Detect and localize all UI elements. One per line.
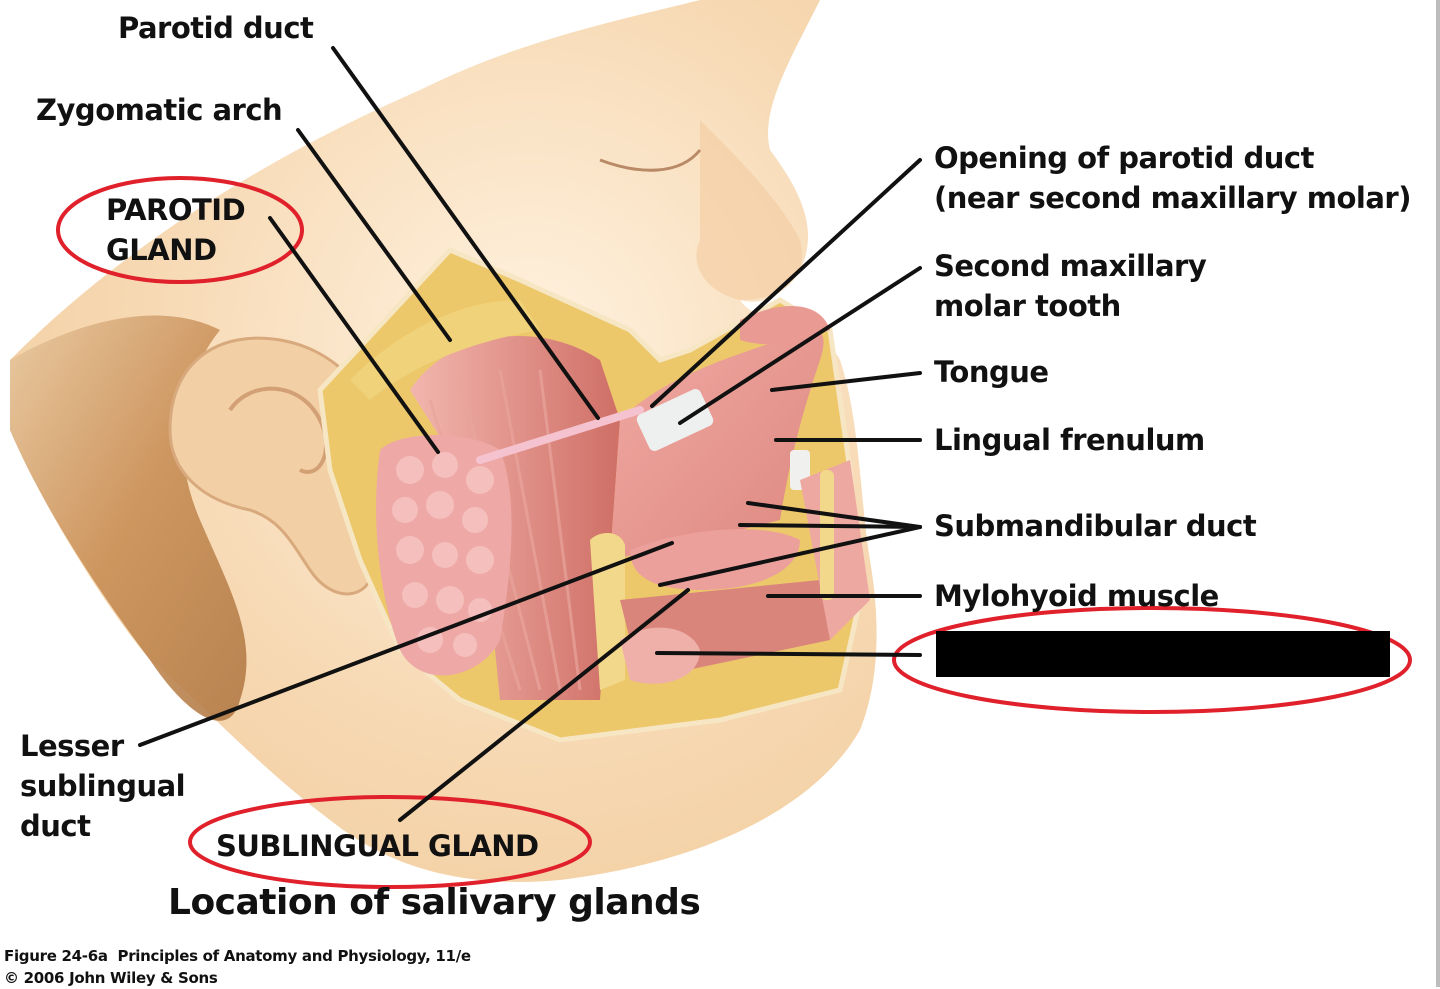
submandibular-gland-shape (620, 627, 700, 684)
leader-submandibular-gland (655, 651, 922, 657)
leader-zygomatic-arch (296, 128, 452, 342)
leader-second-molar (678, 266, 922, 425)
label-parotid-duct: Parotid duct (118, 11, 314, 45)
leader-tongue (770, 371, 922, 392)
right-border (1436, 0, 1440, 987)
redacted-label-highlight (892, 606, 1412, 714)
label-lesser-sublingual-duct: Lesser sublingual duct (20, 729, 186, 843)
redacted-label-box (936, 631, 1390, 677)
leader-lesser-sublingual-duct (138, 541, 674, 747)
leader-submandibular-duct-3 (658, 525, 922, 587)
label-opening-parotid-duct: Opening of parotid duct (near second max… (934, 141, 1411, 215)
label-lingual-frenulum: Lingual frenulum (934, 423, 1205, 457)
leader-submandibular-duct-1 (746, 501, 922, 529)
leader-parotid-duct (331, 46, 600, 420)
hair (10, 315, 247, 721)
molar-teeth (636, 389, 714, 451)
masseter-muscle (410, 336, 620, 700)
leader-submandibular-duct-2 (738, 523, 922, 529)
label-parotid-gland: PAROTID GLAND (106, 193, 246, 267)
figure-credit-line1: Figure 24-6a Principles of Anatomy and P… (4, 947, 471, 965)
leader-parotid-gland (268, 216, 440, 454)
label-second-maxillary-molar: Second maxillary molar tooth (934, 249, 1207, 323)
figure-title: Location of salivary glands (168, 882, 701, 923)
sublingual-gland-highlight (188, 795, 592, 889)
leader-opening-parotid-duct (650, 158, 922, 408)
leader-lines (138, 46, 922, 822)
eye (599, 149, 702, 172)
label-tongue: Tongue (934, 355, 1049, 389)
label-submandibular-duct: Submandibular duct (934, 509, 1257, 543)
tongue (610, 329, 824, 560)
parotid-gland-highlight (56, 176, 304, 284)
lips (740, 306, 830, 345)
leader-sublingual-gland (398, 588, 690, 822)
label-sublingual-gland: SUBLINGUAL GLAND (216, 829, 539, 863)
figure-credit-line2: © 2006 John Wiley & Sons (4, 969, 218, 987)
nose (696, 120, 802, 300)
parotid-duct-shape (476, 406, 644, 464)
label-mylohyoid-muscle: Mylohyoid muscle (934, 579, 1219, 613)
zygomatic-arch (350, 300, 540, 400)
label-zygomatic-arch: Zygomatic arch (36, 93, 283, 127)
